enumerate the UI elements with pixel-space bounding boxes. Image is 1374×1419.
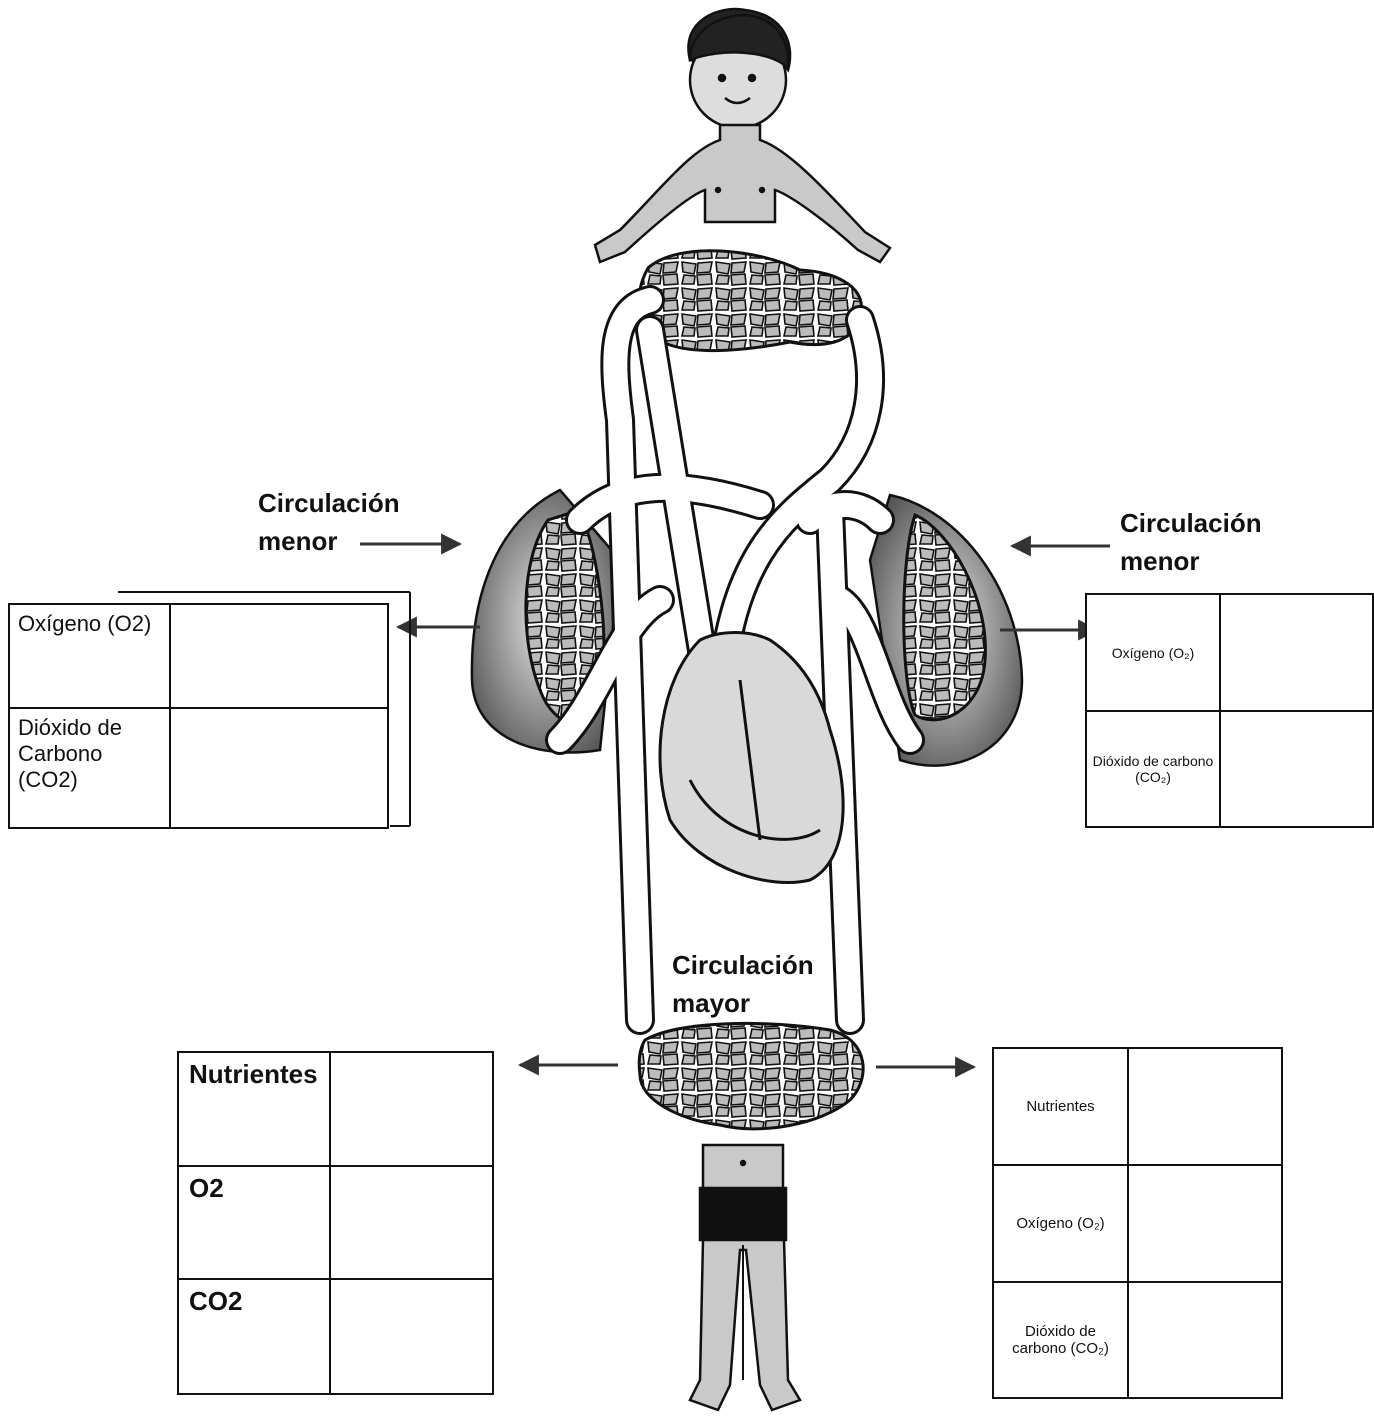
label-line-2: menor (258, 522, 400, 560)
cell-label: O2 (178, 1166, 330, 1279)
cell-label: Nutrientes (993, 1048, 1128, 1165)
cell-label: Dióxido de carbono (CO₂) (993, 1282, 1128, 1398)
label-line-2: menor (1120, 542, 1262, 580)
label-line-1: Circulación (672, 946, 814, 984)
table-bottom-left: Nutrientes O2 CO2 (177, 1051, 494, 1395)
upper-capillary-icon (639, 251, 861, 351)
heart-icon (660, 633, 843, 883)
label-circulacion-menor-right: Circulación menor (1120, 504, 1262, 580)
answer-cell[interactable] (170, 708, 388, 828)
answer-cell[interactable] (1220, 711, 1373, 827)
label-circulacion-mayor: Circulación mayor (672, 946, 814, 1022)
cell-label: Dióxido de Carbono (CO2) (9, 708, 170, 828)
answer-cell[interactable] (1128, 1282, 1282, 1398)
table-bottom-right: Nutrientes Oxígeno (O₂) Dióxido de carbo… (992, 1047, 1283, 1399)
label-line-1: Circulación (1120, 504, 1262, 542)
label-circulacion-menor-left: Circulación menor (258, 484, 400, 560)
cell-label: Oxígeno (O₂) (993, 1165, 1128, 1282)
answer-cell[interactable] (330, 1052, 493, 1166)
label-line-1: Circulación (258, 484, 400, 522)
answer-cell[interactable] (330, 1166, 493, 1279)
child-legs-icon (690, 1145, 800, 1410)
cell-label: CO2 (178, 1279, 330, 1394)
answer-cell[interactable] (1220, 594, 1373, 711)
cell-label: Nutrientes (178, 1052, 330, 1166)
label-line-2: mayor (672, 984, 814, 1022)
lower-capillary-icon (639, 1023, 863, 1128)
answer-cell[interactable] (170, 604, 388, 708)
child-upper-body-icon (595, 9, 890, 262)
cell-label: Oxígeno (O₂) (1086, 594, 1220, 711)
table-top-right: Oxígeno (O₂) Dióxido de carbono (CO₂) (1085, 593, 1374, 828)
answer-cell[interactable] (1128, 1165, 1282, 1282)
cell-label: Oxígeno (O2) (9, 604, 170, 708)
cell-label: Dióxido de carbono (CO₂) (1086, 711, 1220, 827)
table-top-left: Oxígeno (O2) Dióxido de Carbono (CO2) (8, 603, 389, 829)
answer-cell[interactable] (330, 1279, 493, 1394)
answer-cell[interactable] (1128, 1048, 1282, 1165)
